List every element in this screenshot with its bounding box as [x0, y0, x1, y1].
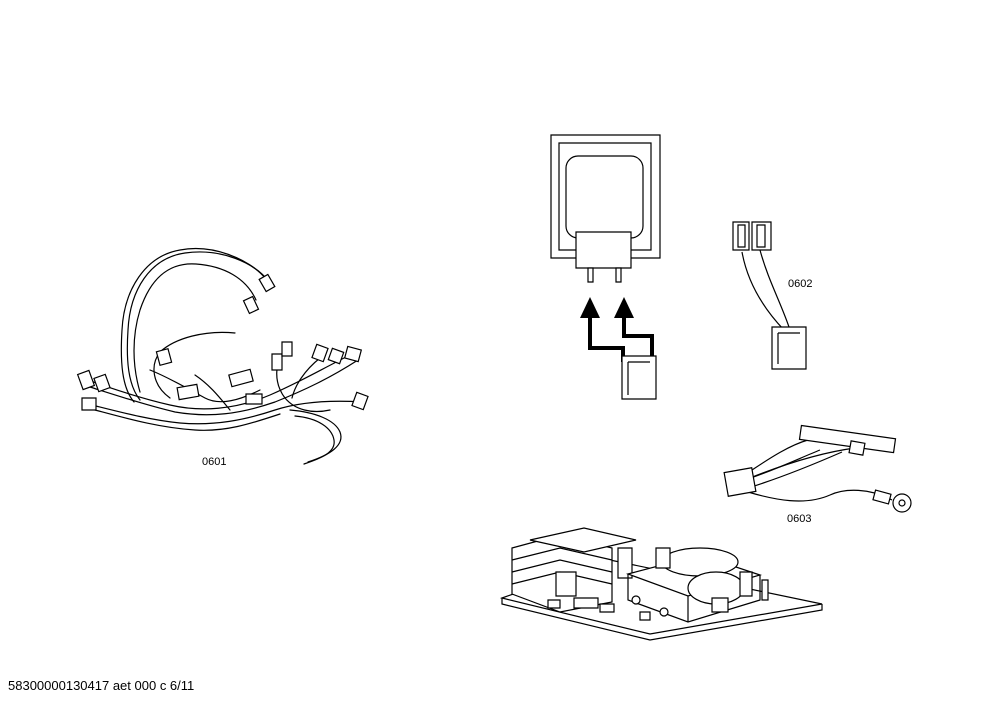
circuit-board-assembly	[502, 528, 822, 640]
transformer	[551, 135, 660, 282]
document-reference: 58300000130417 aet 000 c 6/11	[8, 678, 195, 693]
insertion-arrows	[580, 297, 652, 362]
wire-set-0603	[724, 426, 911, 512]
wiring-harness-0601	[78, 249, 368, 464]
part-number-0602: 0602	[788, 278, 813, 290]
part-number-0603: 0603	[787, 513, 812, 525]
part-number-0601: 0601	[202, 456, 227, 468]
lead-0602	[733, 222, 806, 369]
plug-connector	[622, 356, 656, 399]
